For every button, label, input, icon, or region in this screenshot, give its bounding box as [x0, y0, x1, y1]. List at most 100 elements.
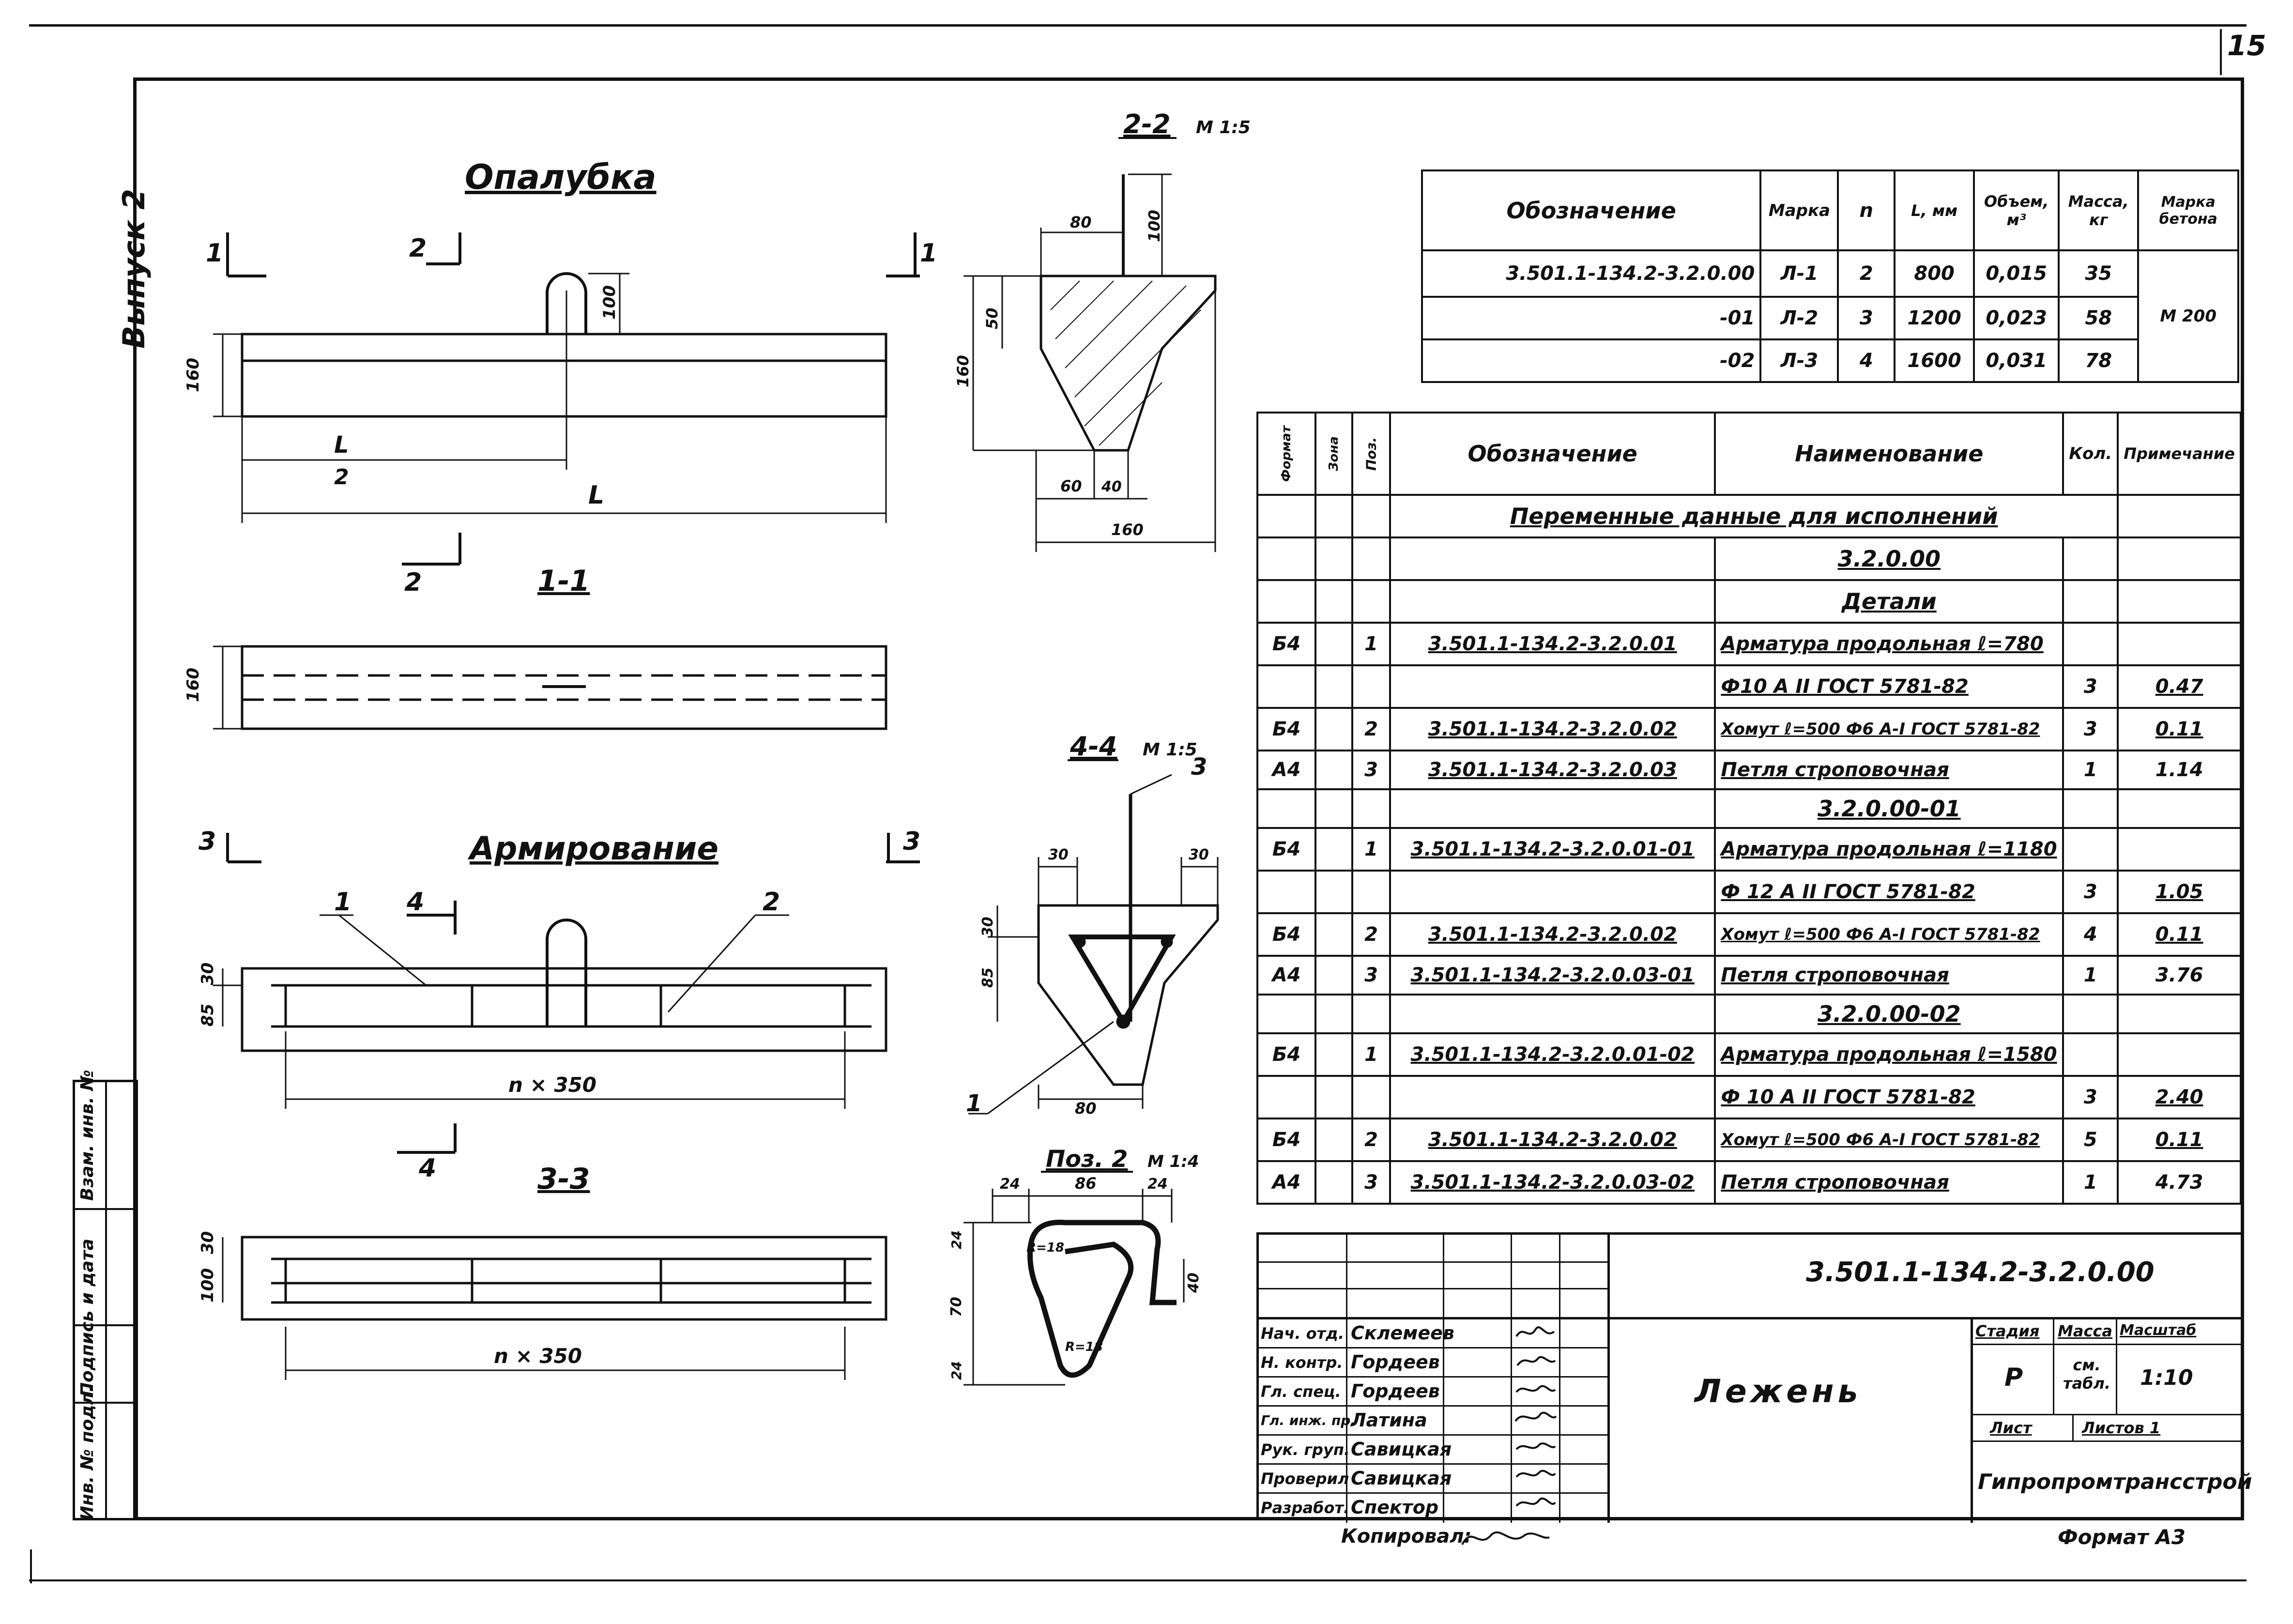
pos-3-label-4-4: 3 [1191, 753, 1207, 781]
dim-n350-reinf: n × 350 [508, 1073, 596, 1097]
signature-row: Н. контр. Гордеев [1259, 1348, 1607, 1378]
reinforcement-beam-outline [241, 967, 887, 1052]
cut-1-right: 1 [920, 239, 937, 268]
signature-list: Нач. отд. Склемеев Н. контр. Гордеев Гл.… [1259, 1319, 1607, 1521]
spec-row: Б4 1 3.501.1-134.2-3.2.0.01-02 Арматура … [1256, 1032, 2242, 1077]
cut-1-left: 1 [206, 239, 223, 268]
marks-table: Обозначение Марка n L, мм Объем, м³ Масс… [1421, 169, 2239, 383]
pos-2-label: 2 [763, 888, 780, 917]
drawing-views: Опалубка 100 160 L 2 L 1 1 2 2 1-1 160 А… [183, 109, 1251, 1386]
sheet-number-box [2220, 29, 2222, 75]
spec-row: А4 3 3.501.1-134.2-3.2.0.03-01 Петля стр… [1256, 955, 2242, 996]
dim-L: L [588, 481, 604, 510]
spec-variable-data-title: Переменные данные для исполнений [1389, 494, 2119, 538]
spec-header-qty: Кол. [2062, 412, 2119, 496]
dim-60-2-2: 60 [1060, 477, 1082, 495]
dim-50-2-2: 50 [983, 307, 1001, 329]
marks-header-concrete: Марка бетона [2137, 169, 2239, 251]
section-4-4-scale: М 1:5 [1143, 740, 1197, 760]
spec-header-name: Наименование [1714, 412, 2064, 496]
spec-group-title: 3.2.0.00 [1714, 536, 2064, 581]
formwork-lifting-loop [546, 272, 587, 334]
organization-name: Гипропромтрансстрой [1978, 1470, 2252, 1494]
dim-100-2-2: 100 [1145, 210, 1163, 242]
dim-30-reinf: 30 [198, 963, 217, 985]
spec-row: А4 3 3.501.1-134.2-3.2.0.03-02 Петля стр… [1256, 1160, 2242, 1205]
signature-row: Гл. спец. Гордеев [1259, 1378, 1607, 1407]
spec-group-subtitle: Детали [1714, 579, 2064, 624]
section-2-2-concrete [1039, 275, 1217, 452]
dim-85-4-4: 85 [979, 967, 996, 988]
signature-row: Проверил Савицкая [1259, 1465, 1607, 1494]
spec-header-pos: Поз. [1351, 412, 1391, 496]
format-label: Формат А3 [2058, 1525, 2186, 1549]
dim-r18-pos2-top: R=18 [1026, 1241, 1064, 1255]
stage-value: Р [2004, 1363, 2023, 1392]
spec-header-designation: Обозначение [1389, 412, 1716, 496]
spec-group-title: 3.2.0.00-02 [1714, 994, 2064, 1034]
section-4-4-title: 4-4 [1070, 731, 1117, 762]
marks-header-designation: Обозначение [1421, 169, 1762, 251]
dim-n350-section-3-3: n × 350 [494, 1344, 582, 1368]
section-1-1-outline [241, 645, 887, 730]
signature-row: Гл. инж. пр. Латина [1259, 1407, 1607, 1436]
spec-row: Б4 2 3.501.1-134.2-3.2.0.02 Хомут ℓ=500 … [1256, 707, 2242, 751]
section-1-1-title: 1-1 [537, 564, 590, 598]
cut-2-bottom: 2 [404, 568, 422, 597]
copied-by-label: Копировал: [1341, 1525, 1472, 1547]
section-2-2-title: 2-2 [1123, 109, 1171, 139]
reinforcement-lifting-loop [546, 919, 587, 1026]
specification-table: Формат Зона Поз. Обозначение Наименовани… [1256, 412, 2242, 1205]
dim-40-pos2: 40 [1185, 1272, 1202, 1293]
item-name: Лежень [1695, 1373, 1862, 1410]
mass-value: см. табл. [2063, 1356, 2111, 1393]
pos2-scale: М 1:4 [1147, 1152, 1199, 1171]
marks-row: 3.501.1-134.2-3.2.0.00 Л-1 2 800 0,015 3… [1421, 249, 2239, 383]
dim-85-reinf: 85 [198, 1004, 217, 1026]
dim-30-4-4-right: 30 [1189, 846, 1209, 863]
signature-row: Нач. отд. Склемеев [1259, 1319, 1607, 1348]
marks-row: -02 Л-3 4 1600 0,031 78 [1421, 338, 2238, 383]
pos-1-label: 1 [334, 888, 352, 917]
section-2-2-scale: М 1:5 [1196, 118, 1251, 138]
dim-24-pos2-left: 24 [1000, 1176, 1020, 1193]
dim-80-4-4: 80 [1075, 1099, 1097, 1118]
signature-row: Рук. груп. Савицкая [1259, 1436, 1607, 1465]
scale-value: 1:10 [2140, 1365, 2193, 1390]
copied-by-signature [1461, 1531, 1550, 1545]
mass-label: Масса [2058, 1322, 2112, 1340]
spec-row: Ф 12 А II ГОСТ 5781-82 3 1.05 [1256, 870, 2242, 914]
formwork-beam-outline [241, 333, 887, 418]
formwork-title: Опалубка [465, 157, 657, 197]
dim-80-2-2: 80 [1070, 213, 1092, 231]
dim-30-4-4-vert: 30 [979, 917, 996, 937]
marks-header-mass: Масса, кг [2058, 169, 2140, 251]
spec-row: А4 3 3.501.1-134.2-3.2.0.03 Петля стропо… [1256, 750, 2242, 790]
cut-3-right: 3 [903, 827, 920, 856]
spec-row: Ф 10 А II ГОСТ 5781-82 3 2.40 [1256, 1075, 2242, 1119]
scale-label: Масштаб [2120, 1322, 2197, 1339]
section-3-3-outline [241, 1236, 887, 1321]
spec-row: Б4 2 3.501.1-134.2-3.2.0.02 Хомут ℓ=500 … [1256, 912, 2242, 957]
spec-header-zone: Зона [1315, 412, 1353, 496]
spec-row: Б4 1 3.501.1-134.2-3.2.0.01-01 Арматура … [1256, 827, 2242, 872]
side-stamp [73, 1080, 138, 1520]
marks-header-volume: Объем, м³ [1973, 169, 2060, 251]
sheet-number: 15 [2227, 29, 2266, 62]
dim-160-section-1-1: 160 [183, 668, 203, 702]
pos-1-label-4-4: 1 [966, 1090, 982, 1117]
drawing-frame [133, 77, 2244, 1520]
dim-86-pos2: 86 [1075, 1174, 1097, 1193]
spec-row: Ф10 А II ГОСТ 5781-82 3 0.47 [1256, 664, 2242, 709]
marks-header-length: L, мм [1894, 169, 1975, 251]
cut-4-top: 4 [406, 888, 424, 917]
dim-L-half-num: L [334, 431, 349, 459]
marks-concrete-grade: М 200 [2137, 249, 2239, 383]
marks-header-n: n [1837, 169, 1896, 251]
spec-header-note: Примечание [2117, 412, 2242, 496]
marks-row: -01 Л-2 3 1200 0,023 58 [1421, 296, 2238, 340]
cut-4-bottom: 4 [418, 1154, 436, 1183]
left-edge-line [30, 1549, 32, 1583]
pos2-title: Поз. 2 [1046, 1146, 1128, 1173]
dim-160-2-2-horiz: 160 [1111, 521, 1144, 539]
